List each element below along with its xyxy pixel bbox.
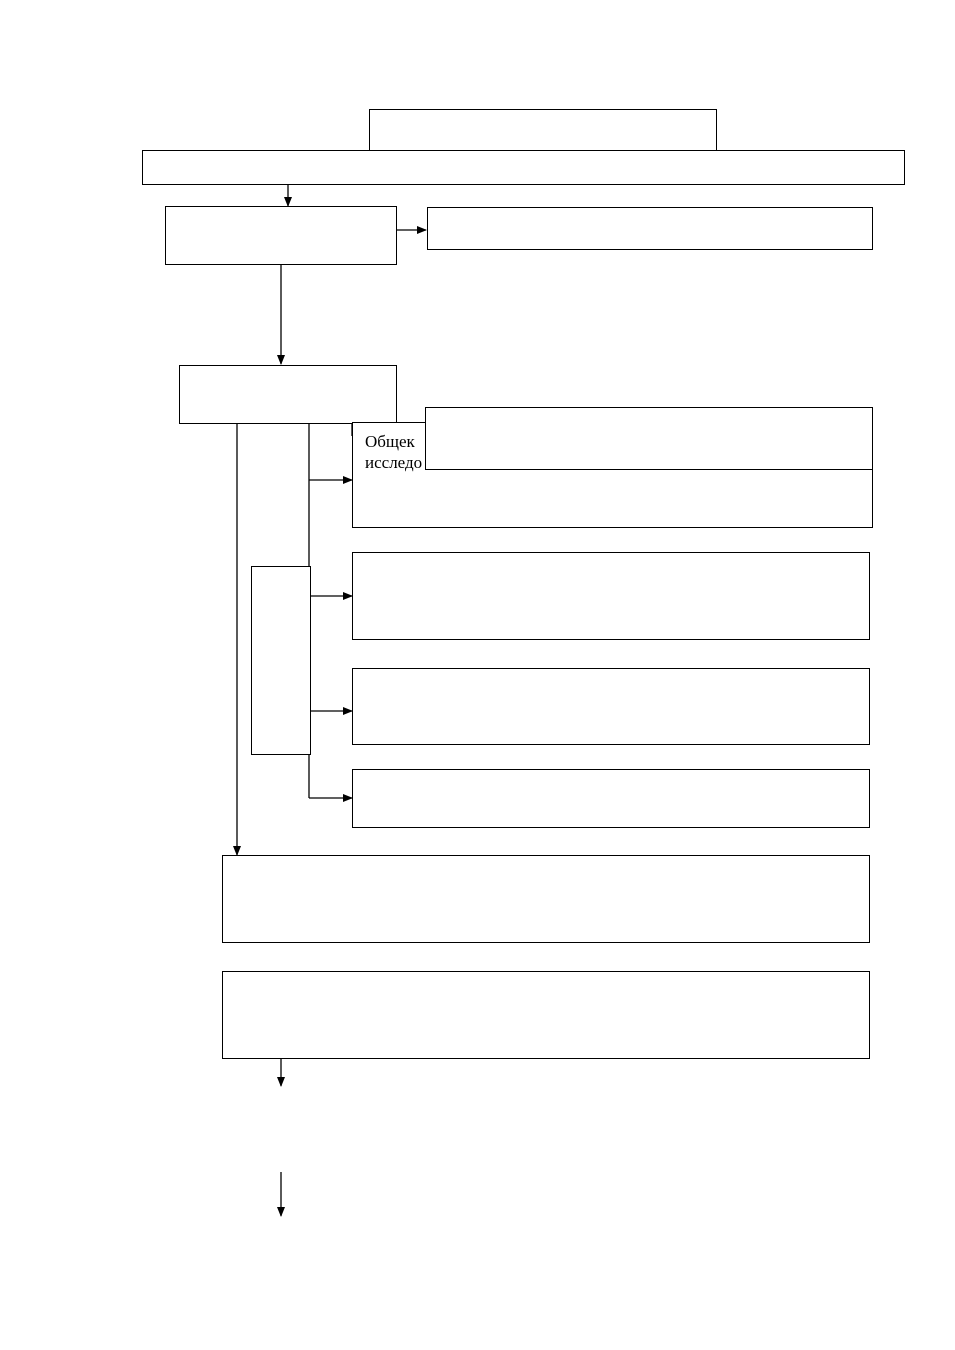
box-a (165, 206, 397, 265)
header-wide-box (142, 150, 905, 185)
fragment-text-line-1: Общек (365, 432, 415, 451)
box-f (352, 552, 870, 640)
side-narrow-box (251, 566, 311, 755)
box-c (179, 365, 397, 424)
box-j (222, 971, 870, 1059)
box-g (352, 668, 870, 745)
box-h (352, 769, 870, 828)
fragment-text-line-2: исследо (365, 453, 423, 472)
box-i (222, 855, 870, 943)
box-d (425, 407, 873, 470)
top-title-box (369, 109, 717, 151)
box-b (427, 207, 873, 250)
